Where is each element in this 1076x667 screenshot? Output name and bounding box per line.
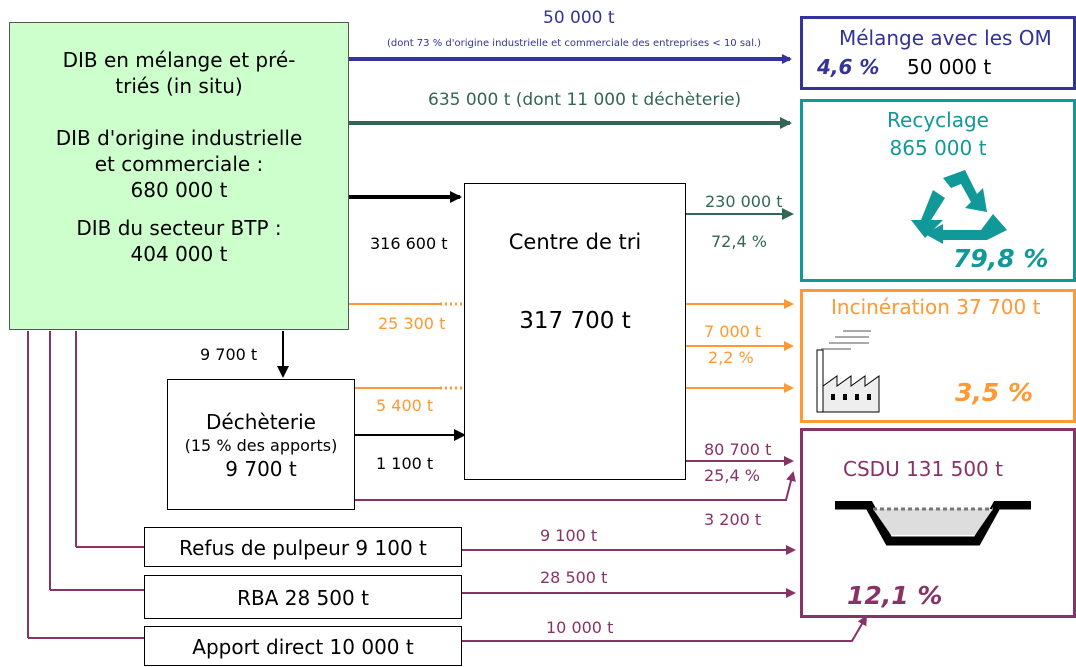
incineration-title: Incinération 37 700 t	[831, 295, 1041, 319]
pulpeur-flow-amount: 9 100 t	[540, 526, 598, 545]
csdu-box: CSDU 131 500 t 12,1 %	[800, 428, 1076, 618]
dechetterie-csdu-amount: 3 200 t	[704, 510, 762, 529]
om-pct: 4,6 %	[817, 55, 880, 79]
csdu-title: CSDU 131 500 t	[843, 457, 1003, 481]
rba-box: RBA 28 500 t	[144, 575, 462, 619]
rba-flow-amount: 28 500 t	[540, 568, 608, 587]
recycling-box: Recyclage 865 000 t 79,8 %	[800, 99, 1076, 282]
incineration-box: Incinération 37 700 t 3,5 %	[800, 289, 1076, 423]
sorting-csdu-amount: 80 700 t	[704, 440, 772, 459]
to-dechetterie-amount: 9 700 t	[200, 345, 258, 364]
pulpeur-box: Refus de pulpeur 9 100 t	[144, 527, 462, 567]
sorting-incineration-pct: 2,2 %	[708, 348, 754, 367]
pulpeur-label: Refus de pulpeur 9 100 t	[179, 536, 427, 560]
factory-icon	[816, 330, 880, 413]
om-flow-amount: 50 000 t	[543, 8, 615, 28]
incineration-pct: 3,5 %	[955, 378, 1034, 407]
source-line-3: DIB d'origine industrielle	[55, 126, 303, 150]
apport-box: Apport direct 10 000 t	[144, 626, 462, 666]
csdu-pct: 12,1 %	[847, 581, 943, 610]
apport-flow-amount: 10 000 t	[546, 618, 614, 637]
to-sorting-amount: 316 600 t	[370, 234, 448, 253]
sorting-center-box: Centre de tri 317 700 t	[464, 183, 686, 480]
source-line-2: triés (in situ)	[115, 74, 243, 98]
recycling-pct: 79,8 %	[953, 244, 1049, 273]
om-amount: 50 000 t	[907, 55, 992, 79]
sorting-csdu-pct: 25,4 %	[704, 466, 760, 485]
om-box: Mélange avec les OM 4,6 % 50 000 t	[800, 16, 1076, 90]
rba-label: RBA 28 500 t	[237, 586, 369, 610]
recycling-title: Recyclage	[887, 108, 989, 132]
direct-incineration-amount: 25 300 t	[378, 314, 446, 333]
om-title: Mélange avec les OM	[839, 26, 1052, 50]
dechetterie-incineration-amount: 5 400 t	[376, 396, 434, 415]
sorting-recycling-amount: 230 000 t	[705, 192, 783, 211]
flow-apport-csdu	[462, 615, 868, 642]
landfill-icon	[835, 501, 1031, 546]
flow-dechetterie-csdu	[355, 471, 796, 501]
recycle-icon	[911, 170, 1007, 244]
apport-label: Apport direct 10 000 t	[192, 635, 414, 659]
dechetterie-title: Déchèterie	[206, 410, 316, 434]
sorting-recycling-pct: 72,4 %	[711, 232, 767, 251]
dechetterie-box: Déchèterie (15 % des apports) 9 700 t	[167, 379, 355, 510]
sorting-center-amount: 317 700 t	[519, 308, 631, 334]
om-flow-note: (dont 73 % d'origine industrielle et com…	[387, 38, 762, 49]
source-line-5: 680 000 t	[130, 178, 228, 202]
source-box: DIB en mélange et pré- triés (in situ) D…	[9, 22, 349, 330]
dechetterie-amount: 9 700 t	[225, 457, 297, 481]
source-line-7: 404 000 t	[130, 242, 228, 266]
dechetterie-sorting-amount: 1 100 t	[376, 454, 434, 473]
recycling-amount: 865 000 t	[889, 136, 987, 160]
source-line-4: et commerciale :	[94, 152, 264, 176]
source-line-6: DIB du secteur BTP :	[76, 216, 282, 240]
recycling-flow-amount: 635 000 t (dont 11 000 t déchèterie)	[428, 90, 742, 110]
dechetterie-note: (15 % des apports)	[184, 436, 338, 455]
sorting-center-title: Centre de tri	[508, 230, 642, 254]
source-line-1: DIB en mélange et pré-	[62, 48, 296, 72]
sorting-incineration-amount: 7 000 t	[704, 322, 762, 341]
